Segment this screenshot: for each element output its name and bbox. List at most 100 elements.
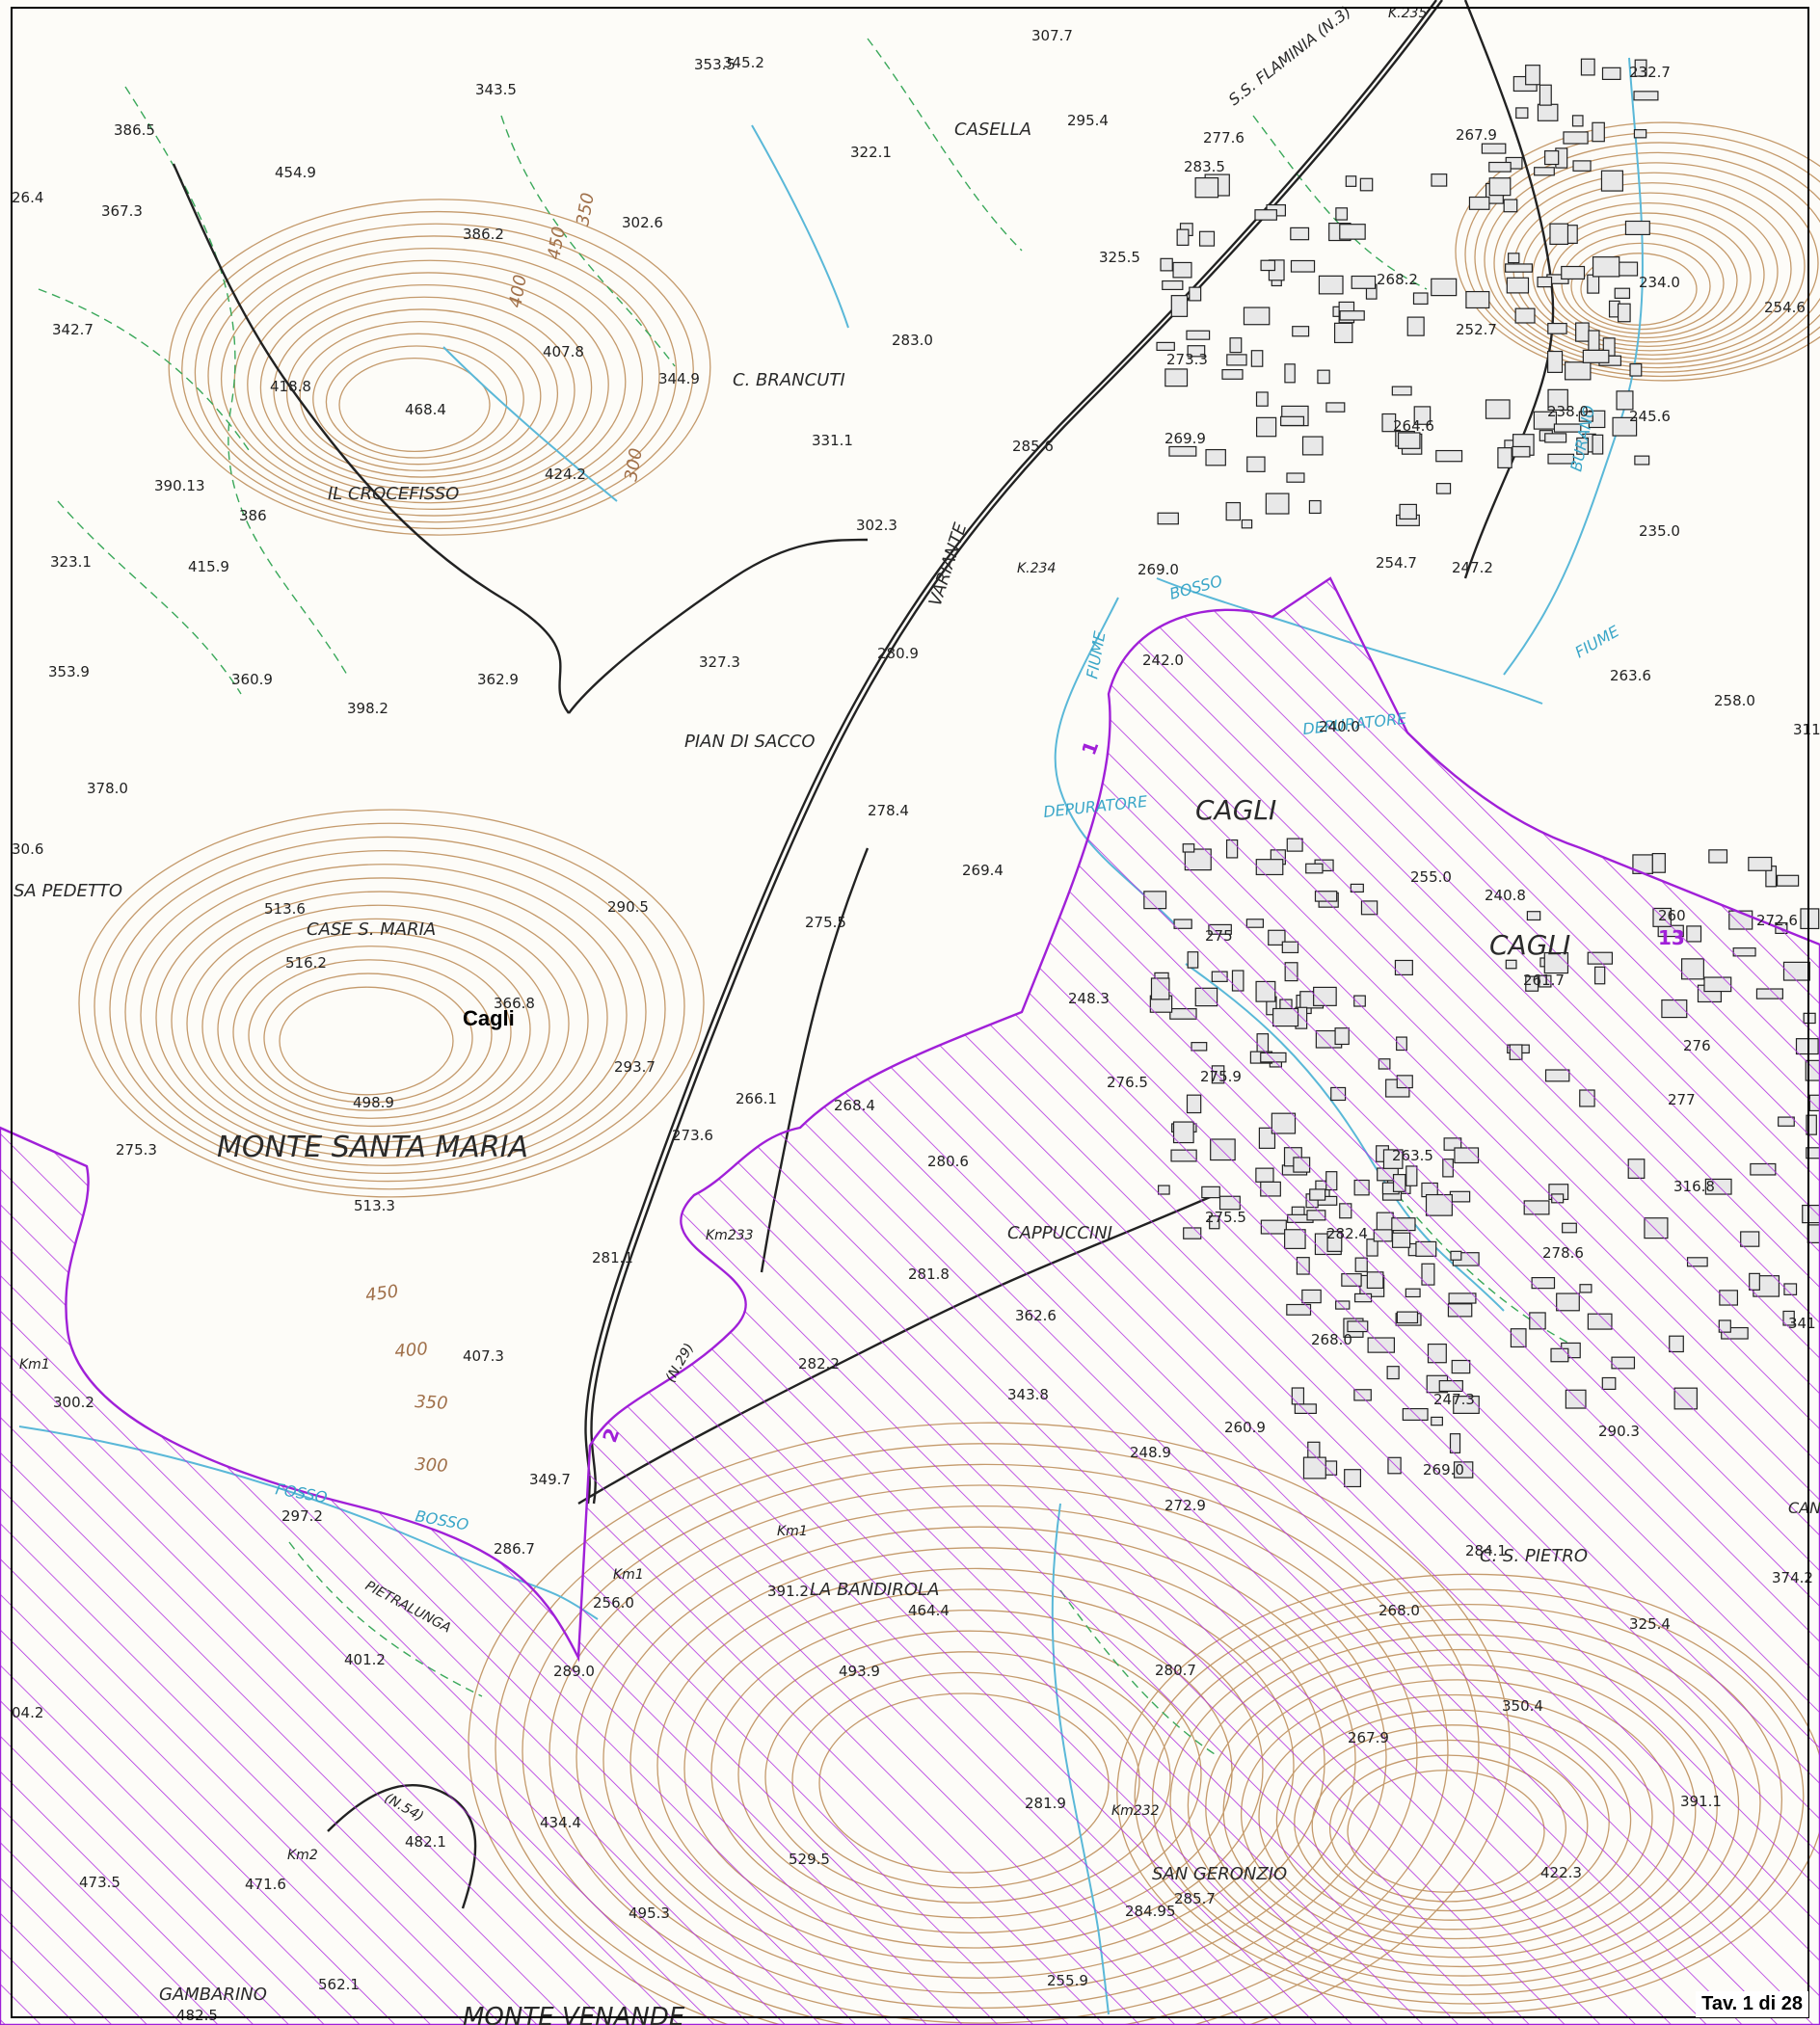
spot-elevation: 277 — [1668, 1091, 1696, 1108]
building — [1505, 263, 1533, 273]
building — [1748, 856, 1773, 871]
building — [1391, 386, 1412, 396]
spot-elevation: 529.5 — [789, 1851, 830, 1868]
building — [1187, 345, 1206, 358]
building — [1624, 220, 1650, 236]
spot-elevation: 269.9 — [1164, 430, 1206, 447]
building — [1576, 437, 1590, 455]
km-marker: Km1 — [777, 1524, 808, 1539]
building — [1515, 107, 1529, 120]
spot-elevation: 293.7 — [614, 1058, 656, 1076]
building — [1600, 170, 1624, 192]
building — [1226, 354, 1247, 366]
contour-label: 400 — [394, 1339, 429, 1362]
building — [1572, 160, 1592, 172]
building — [1318, 275, 1344, 295]
building — [1412, 292, 1429, 306]
contour-line — [168, 199, 711, 536]
spot-elevation: 344.9 — [658, 370, 700, 387]
place-name: CASELLA — [954, 120, 1031, 140]
building — [1592, 434, 1604, 455]
building — [1265, 493, 1290, 515]
building — [1221, 369, 1244, 380]
spot-elevation: 261.7 — [1523, 972, 1565, 989]
building — [1563, 131, 1589, 145]
building — [1308, 499, 1322, 515]
spot-elevation: 391.2 — [767, 1583, 809, 1600]
spot-elevation: 391.1 — [1680, 1793, 1722, 1810]
spot-elevation: 434.4 — [540, 1814, 581, 1831]
spot-elevation: 260 — [1658, 907, 1686, 924]
contour-line — [1464, 131, 1820, 378]
spot-elevation: 286.7 — [494, 1540, 535, 1558]
building — [1431, 173, 1448, 187]
place-name: CASE S. MARIA — [307, 919, 436, 940]
spot-elevation: 473.5 — [79, 1874, 120, 1891]
contour-line — [181, 210, 694, 530]
spot-elevation: 327.3 — [699, 653, 740, 671]
spot-elevation: 235.0 — [1639, 522, 1680, 540]
building — [1286, 472, 1305, 483]
building — [1345, 175, 1357, 187]
spot-elevation: 350.4 — [1502, 1697, 1543, 1715]
spot-elevation: 273.3 — [1166, 351, 1208, 368]
building — [1301, 436, 1324, 456]
building — [1614, 287, 1631, 299]
contour-line — [279, 986, 454, 1096]
spot-elevation: 283.5 — [1184, 158, 1225, 175]
building — [1634, 59, 1647, 77]
building — [1587, 274, 1600, 294]
protected-zone-area[interactable] — [0, 576, 1820, 2025]
building — [1514, 307, 1536, 324]
contour-line — [259, 283, 593, 492]
spot-elevation: 398.2 — [347, 700, 388, 717]
building — [1539, 84, 1552, 106]
spot-elevation: 275.5 — [1205, 1209, 1246, 1226]
spot-elevation: 269.0 — [1138, 561, 1179, 578]
building — [1561, 265, 1586, 280]
building — [1246, 456, 1266, 472]
spot-elevation: 26.4 — [12, 189, 43, 206]
building — [1339, 224, 1366, 240]
contour-line — [140, 864, 628, 1166]
building — [1592, 121, 1605, 143]
zone-number: 13 — [1658, 926, 1685, 949]
spot-elevation: 277.6 — [1203, 129, 1245, 147]
spot-elevation: 280.6 — [927, 1153, 969, 1170]
spot-elevation: 282.2 — [798, 1355, 840, 1372]
spot-elevation: 273.6 — [672, 1127, 713, 1144]
building — [1506, 277, 1530, 294]
building — [1575, 322, 1590, 342]
spot-elevation: 232.7 — [1629, 64, 1671, 81]
building — [1260, 259, 1276, 272]
spot-elevation: 316.8 — [1673, 1178, 1715, 1195]
building — [1194, 176, 1219, 199]
place-name: MONTE VENANDE — [463, 2003, 685, 2025]
building — [1164, 368, 1189, 387]
building — [1381, 413, 1397, 433]
building — [1708, 849, 1728, 864]
building — [1651, 853, 1666, 873]
spot-elevation: 272.6 — [1756, 912, 1798, 929]
spot-elevation: 285.7 — [1174, 1890, 1216, 1907]
spot-elevation: 513.3 — [354, 1197, 395, 1214]
spot-elevation: 255.0 — [1410, 868, 1452, 886]
building — [1406, 316, 1425, 336]
contour-line — [124, 849, 647, 1175]
building — [1413, 406, 1432, 425]
spot-elevation: 289.0 — [553, 1663, 595, 1680]
spot-elevation: 468.4 — [405, 401, 446, 418]
place-name: IL CROCEFISSO — [328, 484, 459, 504]
contour-line — [299, 320, 542, 472]
spot-elevation: 284.1 — [1465, 1542, 1507, 1559]
spot-elevation: 386 — [239, 507, 267, 524]
spot-elevation: 275.9 — [1200, 1068, 1242, 1085]
spot-elevation: 276 — [1683, 1037, 1711, 1054]
spot-elevation: 390.13 — [154, 477, 205, 494]
spot-elevation: 282.4 — [1326, 1225, 1368, 1242]
spot-elevation: 268.0 — [1378, 1602, 1420, 1619]
building — [1290, 259, 1316, 273]
spot-elevation: 516.2 — [285, 954, 327, 972]
